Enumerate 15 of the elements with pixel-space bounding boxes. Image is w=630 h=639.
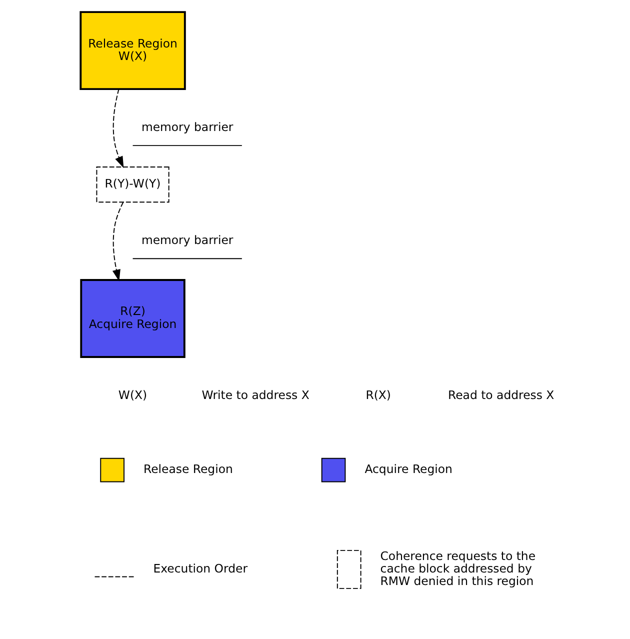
label: Read to address X (448, 388, 554, 402)
legend-label: Acquire Region (364, 462, 452, 476)
arrow (112, 202, 124, 282)
label: R(X) (366, 388, 391, 402)
legend-label: Release Region (143, 462, 233, 476)
label: Write to address X (202, 388, 310, 402)
label: W(X) (118, 388, 148, 402)
legend-label: Execution Order (153, 561, 248, 576)
label: memory barrier (141, 233, 234, 248)
arrow (112, 88, 124, 168)
legend-label: Coherence requests to the cache block addressed by RMW denied in this region (380, 548, 536, 588)
node-box: R(Y)-W(Y) (96, 166, 170, 203)
node-box: Release Region W(X) (80, 11, 186, 90)
label: memory barrier (141, 120, 234, 134)
node-box: R(Z) Acquire Region (80, 279, 186, 358)
